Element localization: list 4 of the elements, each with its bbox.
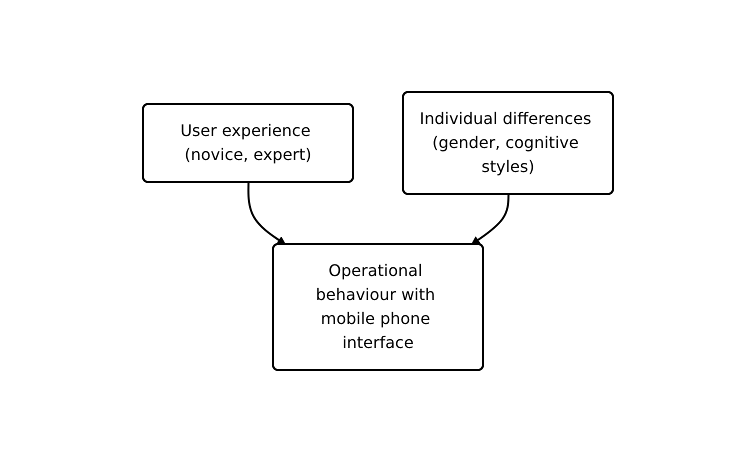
arrow	[247, 182, 286, 245]
node-text: Operational behaviour with mobile phone interface	[316, 261, 436, 352]
arrow	[471, 194, 510, 245]
node-text: Individual differences (gender, cognitive styles)	[420, 109, 592, 176]
